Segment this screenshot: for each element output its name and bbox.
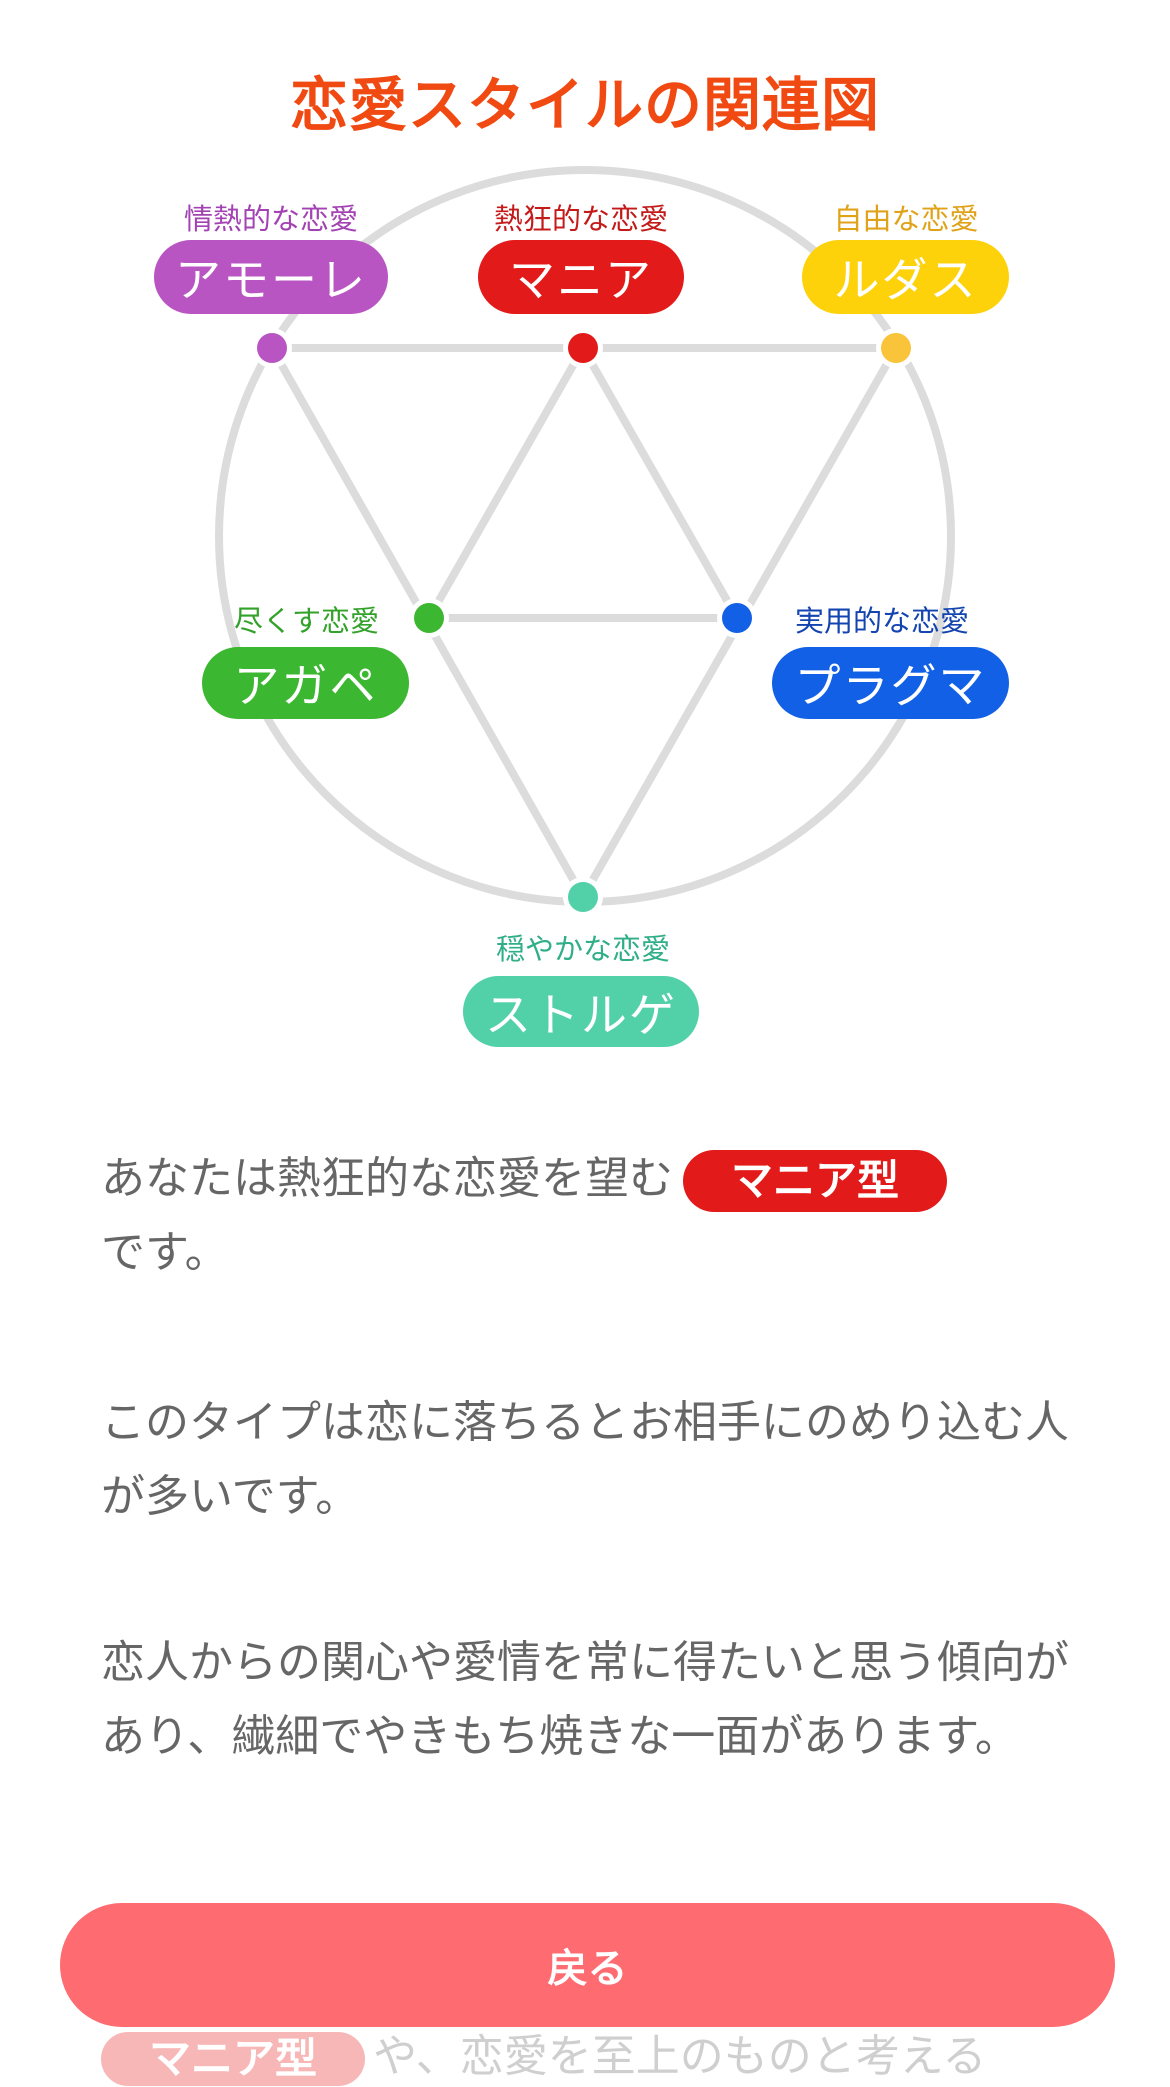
love-style-diagram xyxy=(215,166,955,912)
result-intro: あなたは熱狂的な恋愛を望むマニア型 です。 xyxy=(101,1142,1081,1290)
node-dot-agape xyxy=(414,603,444,633)
connection-line-mania-agape xyxy=(425,346,587,620)
faded-continuation: マニア型や、恋愛を至上のものと考える xyxy=(101,2030,986,2086)
node-dot-pragma xyxy=(722,603,752,633)
node-subtitle-mania: 熱狂的な恋愛 xyxy=(493,202,668,236)
node-subtitle-agape: 尽くす恋愛 xyxy=(233,604,379,638)
back-button[interactable]: 戻る xyxy=(60,1903,1115,2027)
node-pill-amore: アモーレ xyxy=(154,240,388,314)
faded-type-tag: マニア型 xyxy=(101,2032,366,2086)
node-dot-storge xyxy=(568,882,598,912)
paragraph-2: このタイプは恋に落ちるとお相手にのめり込む人が多いです。 xyxy=(101,1397,1069,1522)
node-dot-mania xyxy=(568,333,598,363)
node-subtitle-pragma: 実用的な恋愛 xyxy=(795,604,970,638)
intro-suffix: です。 xyxy=(101,1227,229,1278)
diagram-title: 恋愛スタイルの関連図 xyxy=(289,71,880,139)
node-pill-storge: ストルゲ xyxy=(463,976,699,1047)
node-pill-pragma: プラグマ xyxy=(772,647,1009,719)
node-subtitle-storge: 穏やかな恋愛 xyxy=(495,932,670,966)
type-tag: マニア型 xyxy=(683,1150,948,1212)
faded-text: や、恋愛を至上のものと考える xyxy=(373,2031,987,2082)
node-dot-amore xyxy=(257,333,287,363)
paragraph-3: 恋人からの関心や愛情を常に得たいと思う傾向があり、繊細でやきもち焼きな一面があり… xyxy=(101,1637,1069,1762)
node-pill-ludus: ルダス xyxy=(802,240,1009,314)
connection-line-mania-pragma xyxy=(579,346,741,620)
node-pill-agape: アガペ xyxy=(202,647,409,719)
node-subtitle-ludus: 自由な恋愛 xyxy=(833,202,979,236)
node-subtitle-amore: 情熱的な恋愛 xyxy=(183,202,358,236)
intro-text: あなたは熱狂的な恋愛を望む xyxy=(101,1153,673,1204)
node-pill-mania: マニア xyxy=(478,240,684,314)
node-dot-ludus xyxy=(881,333,911,363)
